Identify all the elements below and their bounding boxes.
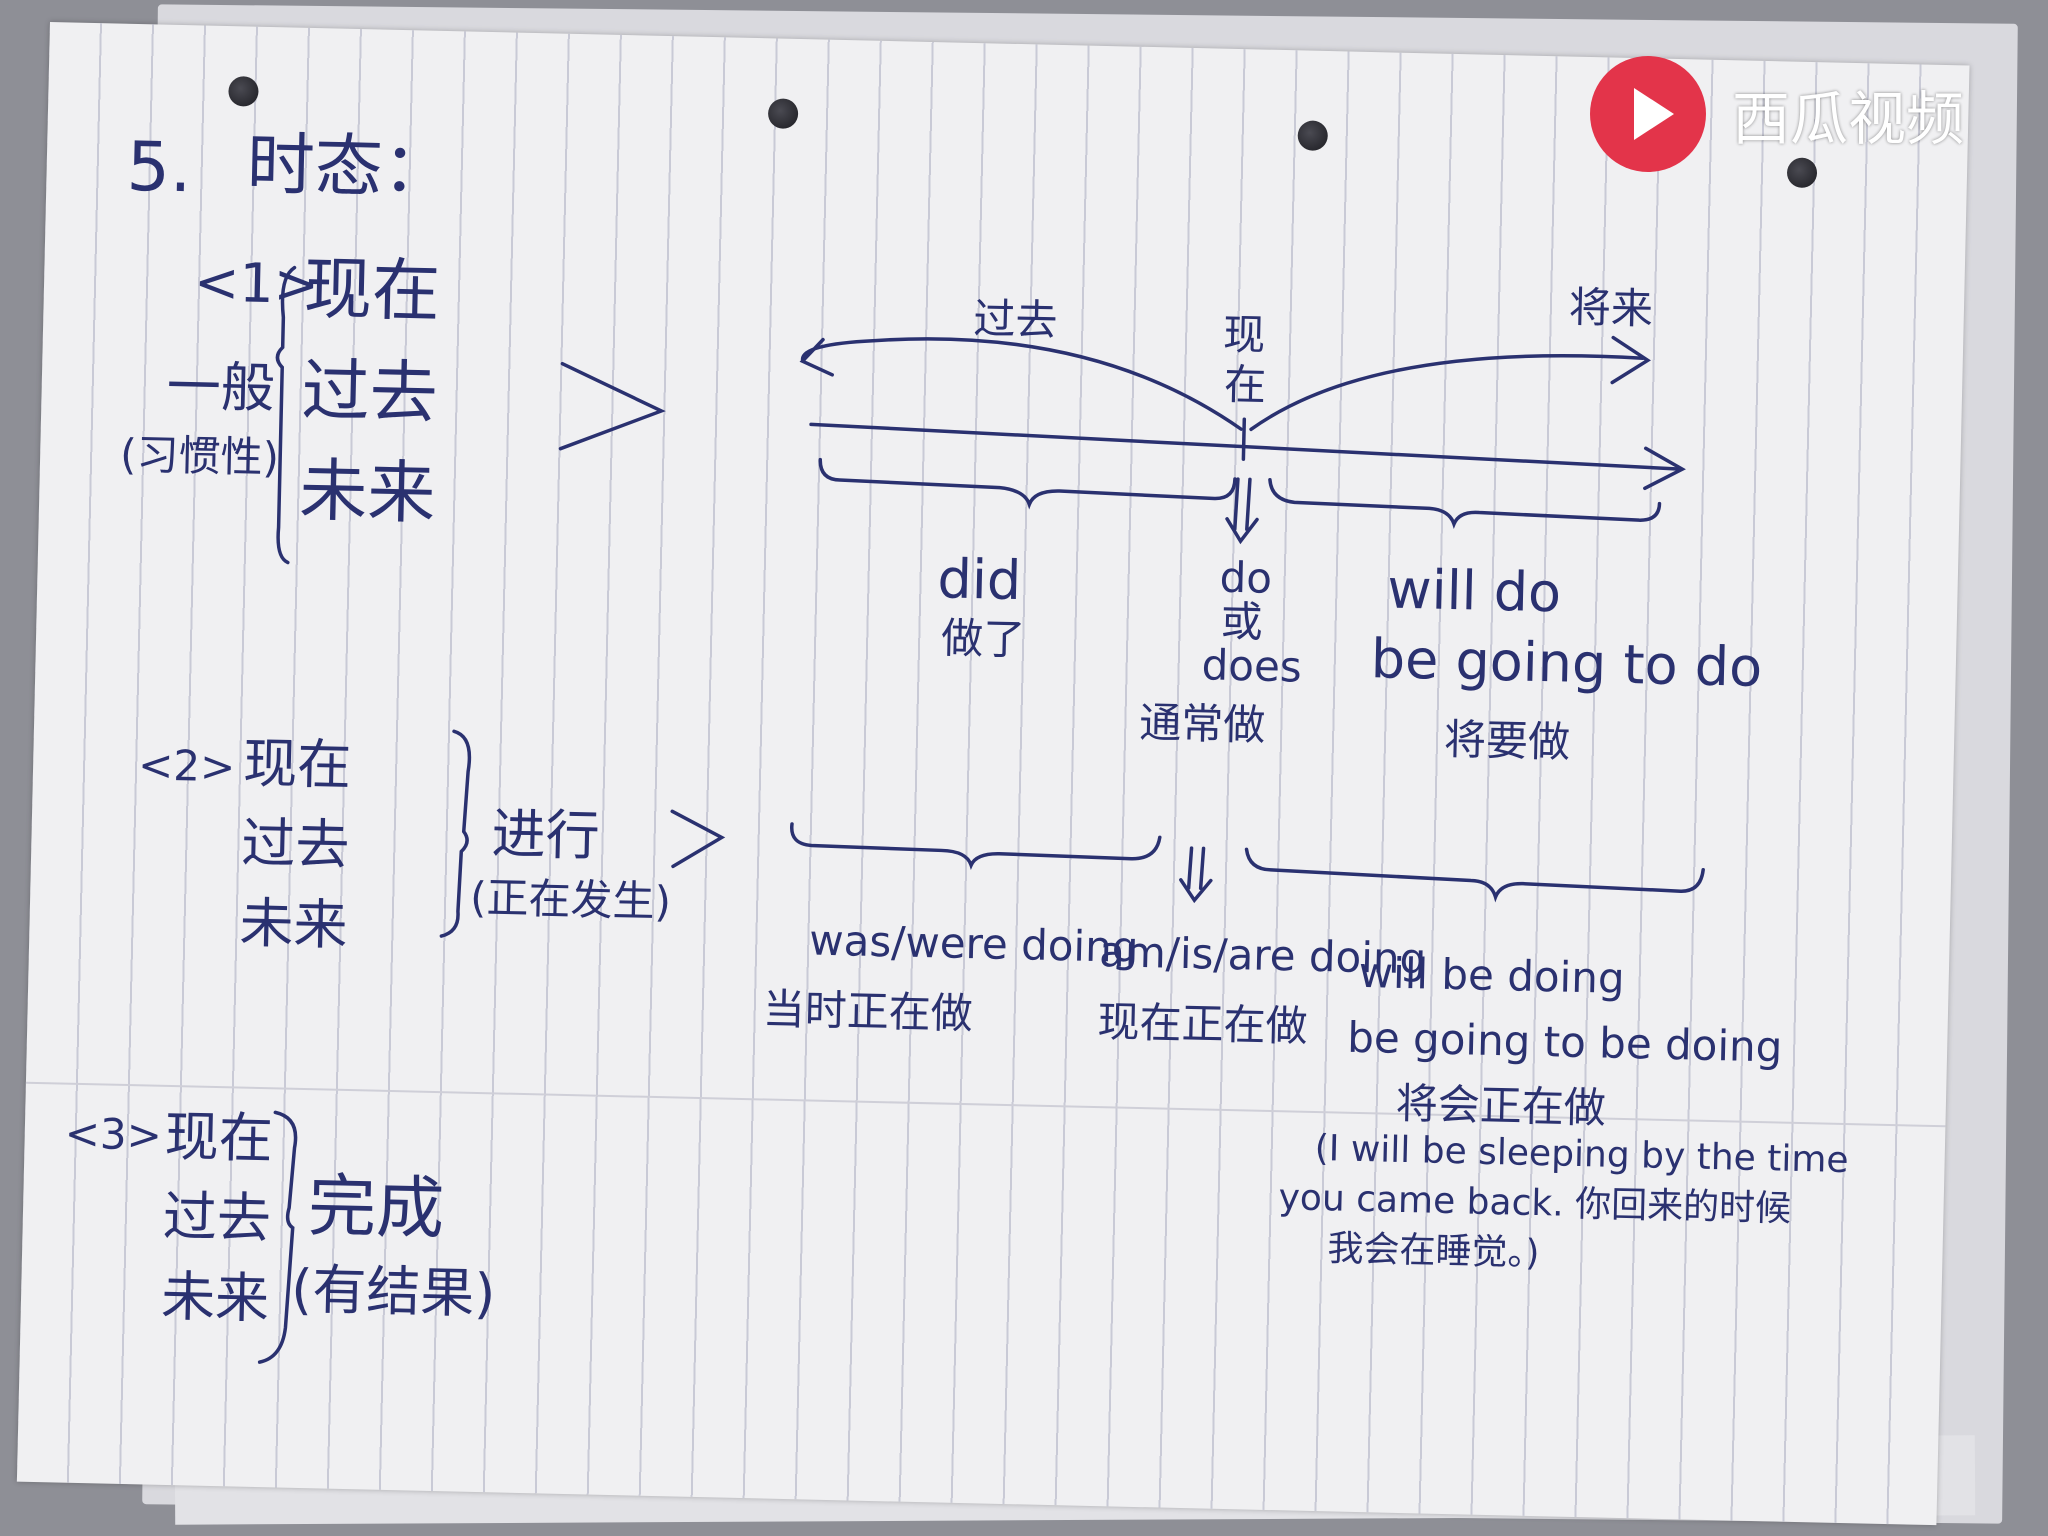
section3-item-past: 过去: [162, 1184, 272, 1251]
heading-title: 时态：: [245, 125, 452, 210]
section2-item-present: 现在: [242, 731, 352, 798]
timeline-past-label: 过去: [972, 294, 1059, 345]
present-form-1: do: [1219, 552, 1273, 603]
section2-label: 进行: [490, 802, 601, 868]
timeline-axis-head: [1643, 446, 1686, 491]
section1-item-future: 未来: [298, 451, 437, 534]
future-meaning: 将要做: [1443, 714, 1571, 767]
past-arc: [800, 337, 1243, 431]
section2-item-future: 未来: [238, 891, 349, 957]
brace-section1: [275, 265, 297, 565]
section1-sublabel: (习惯性): [119, 429, 280, 483]
section2-item-past: 过去: [240, 811, 351, 877]
section3-sublabel: (有结果): [290, 1257, 497, 1326]
timeline-future-label: 将来: [1568, 282, 1654, 334]
future-arc: [1249, 353, 1645, 432]
timeline-now-label-bottom: 在: [1223, 359, 1267, 410]
brace-section2: [439, 729, 472, 938]
section2-future-form-1: will be doing: [1358, 947, 1626, 1003]
past-brace: [818, 457, 1237, 510]
section3-item-present: 现在: [164, 1104, 274, 1171]
brace-section3: [257, 1110, 298, 1364]
past-form: did: [936, 547, 1022, 613]
heading-number: 5.: [125, 127, 193, 209]
future-brace: [1268, 478, 1662, 530]
present-form-2: does: [1201, 640, 1303, 692]
section2-present-meaning: 现在正在做: [1097, 997, 1309, 1051]
past-meaning: 做了: [940, 613, 1026, 665]
past-brace-2: [790, 822, 1162, 870]
section2-sublabel: (正在发生): [469, 872, 672, 927]
future-form-1: will do: [1386, 557, 1562, 625]
present-meaning: 通常做: [1138, 697, 1266, 750]
section2-past-meaning: 当时正在做: [762, 984, 974, 1039]
section1-item-past: 过去: [300, 351, 439, 434]
future-arc-head: [1610, 335, 1651, 385]
future-brace-2: [1244, 847, 1705, 903]
play-icon: [1590, 56, 1706, 172]
future-form-2: be going to do: [1370, 627, 1763, 700]
section1-marker: <1>: [193, 250, 320, 317]
hand-drawn-lines: [257, 265, 1705, 1364]
section3-label: 完成: [307, 1167, 446, 1250]
section2-past-form: was/were doing: [808, 915, 1139, 972]
now-mark: [1241, 417, 1247, 461]
chevron-section1: [558, 361, 666, 451]
section2-future-form-2: be going to be doing: [1346, 1012, 1783, 1072]
watermark-text: 西瓜视频: [1732, 85, 1965, 153]
notebook-paper: 5. 时态： <1> 一般 (习惯性) 现在 过去 未来 过去 现 在 将来 d…: [16, 22, 1970, 1526]
now-down-arrow-2: [1179, 846, 1213, 904]
section3-marker: <3>: [64, 1108, 163, 1160]
section1-item-present: 现在: [303, 249, 441, 332]
chevron-section2: [670, 809, 726, 869]
watermark-logo: 西瓜视频: [1590, 56, 1964, 172]
timeline-axis: [809, 422, 1683, 471]
present-form-or: 或: [1220, 596, 1264, 647]
section2-future-meaning: 将会正在做: [1395, 1078, 1607, 1133]
timeline-now-label-top: 现: [1222, 309, 1266, 360]
section3-item-future: 未来: [160, 1264, 270, 1331]
now-down-arrow: [1225, 477, 1259, 545]
section1-label: 一般: [166, 354, 276, 421]
past-arc-head: [799, 337, 834, 377]
section2-marker: <2>: [137, 740, 236, 792]
section2-example-3: 我会在睡觉。): [1327, 1228, 1540, 1275]
